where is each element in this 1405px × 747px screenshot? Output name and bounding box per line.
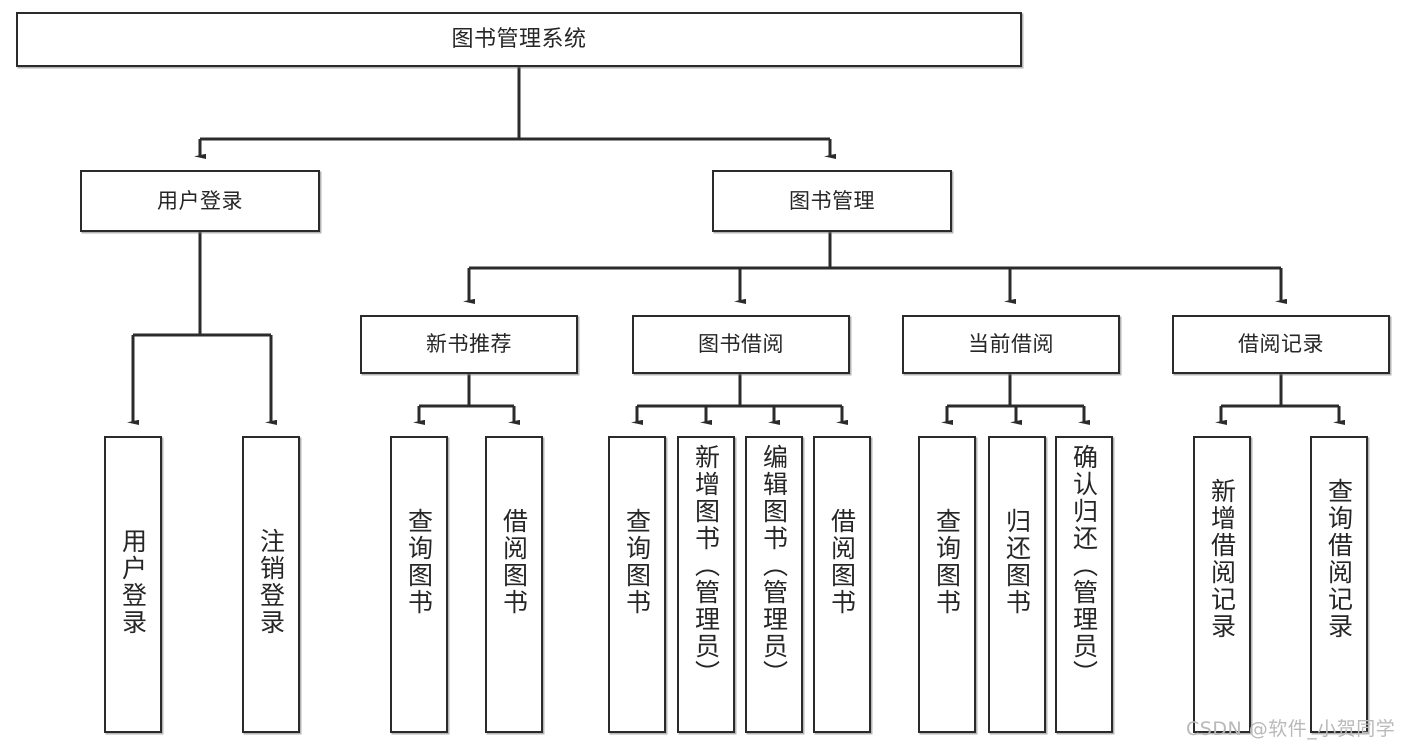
node-leaf-user-login[interactable]: 用户登录 <box>104 436 162 733</box>
node-user-login[interactable]: 用户登录 <box>80 170 320 232</box>
node-leaf-query-book-bb-label: 查询图书 <box>622 508 652 616</box>
node-borrow-record-label: 借阅记录 <box>1238 332 1324 357</box>
node-leaf-query-book-nb-label: 查询图书 <box>404 508 434 616</box>
node-user-login-label: 用户登录 <box>157 188 243 213</box>
node-new-book-recommend[interactable]: 新书推荐 <box>360 315 578 374</box>
node-leaf-add-borrow-record-label: 新增借阅记录 <box>1207 478 1237 640</box>
node-leaf-query-borrow-record-label: 查询借阅记录 <box>1324 478 1354 640</box>
node-leaf-confirm-return-admin[interactable]: 确认归还（管理员） <box>1055 436 1113 733</box>
node-leaf-confirm-return-admin-label: 确认归还（管理员） <box>1069 444 1099 687</box>
node-book-management[interactable]: 图书管理 <box>712 170 952 232</box>
node-leaf-return-book-label: 归还图书 <box>1002 508 1032 616</box>
node-book-management-label: 图书管理 <box>789 188 875 213</box>
node-leaf-query-book-cb[interactable]: 查询图书 <box>918 436 976 733</box>
node-current-borrow[interactable]: 当前借阅 <box>902 315 1120 374</box>
node-leaf-edit-book-admin[interactable]: 编辑图书（管理员） <box>745 436 803 733</box>
node-book-borrow-label: 图书借阅 <box>698 332 784 357</box>
node-leaf-return-book[interactable]: 归还图书 <box>988 436 1046 733</box>
node-leaf-query-book-cb-label: 查询图书 <box>932 508 962 616</box>
node-root-system[interactable]: 图书管理系统 <box>16 12 1022 67</box>
node-leaf-borrow-book-bb[interactable]: 借阅图书 <box>813 436 871 733</box>
node-root-system-label: 图书管理系统 <box>451 26 587 52</box>
node-leaf-borrow-book-nb[interactable]: 借阅图书 <box>485 436 543 733</box>
node-leaf-borrow-book-bb-label: 借阅图书 <box>827 508 857 616</box>
node-leaf-edit-book-admin-label: 编辑图书（管理员） <box>759 444 789 687</box>
node-leaf-add-borrow-record[interactable]: 新增借阅记录 <box>1193 436 1251 733</box>
node-book-borrow[interactable]: 图书借阅 <box>632 315 850 374</box>
node-leaf-add-book-admin-label: 新增图书（管理员） <box>691 444 721 687</box>
node-new-book-recommend-label: 新书推荐 <box>426 332 512 357</box>
csdn-watermark-text: CSDN @软件_小贺同学 <box>1186 718 1396 740</box>
node-leaf-query-book-bb[interactable]: 查询图书 <box>608 436 666 733</box>
csdn-watermark: CSDN @软件_小贺同学 <box>1186 714 1395 741</box>
node-current-borrow-label: 当前借阅 <box>968 332 1054 357</box>
node-leaf-query-borrow-record[interactable]: 查询借阅记录 <box>1310 436 1368 733</box>
node-borrow-record[interactable]: 借阅记录 <box>1172 315 1390 374</box>
node-leaf-add-book-admin[interactable]: 新增图书（管理员） <box>677 436 735 733</box>
node-leaf-logout[interactable]: 注销登录 <box>242 436 300 733</box>
node-leaf-borrow-book-nb-label: 借阅图书 <box>499 508 529 616</box>
node-leaf-query-book-nb[interactable]: 查询图书 <box>390 436 448 733</box>
node-leaf-user-login-label: 用户登录 <box>118 528 148 636</box>
node-leaf-logout-label: 注销登录 <box>256 528 286 636</box>
